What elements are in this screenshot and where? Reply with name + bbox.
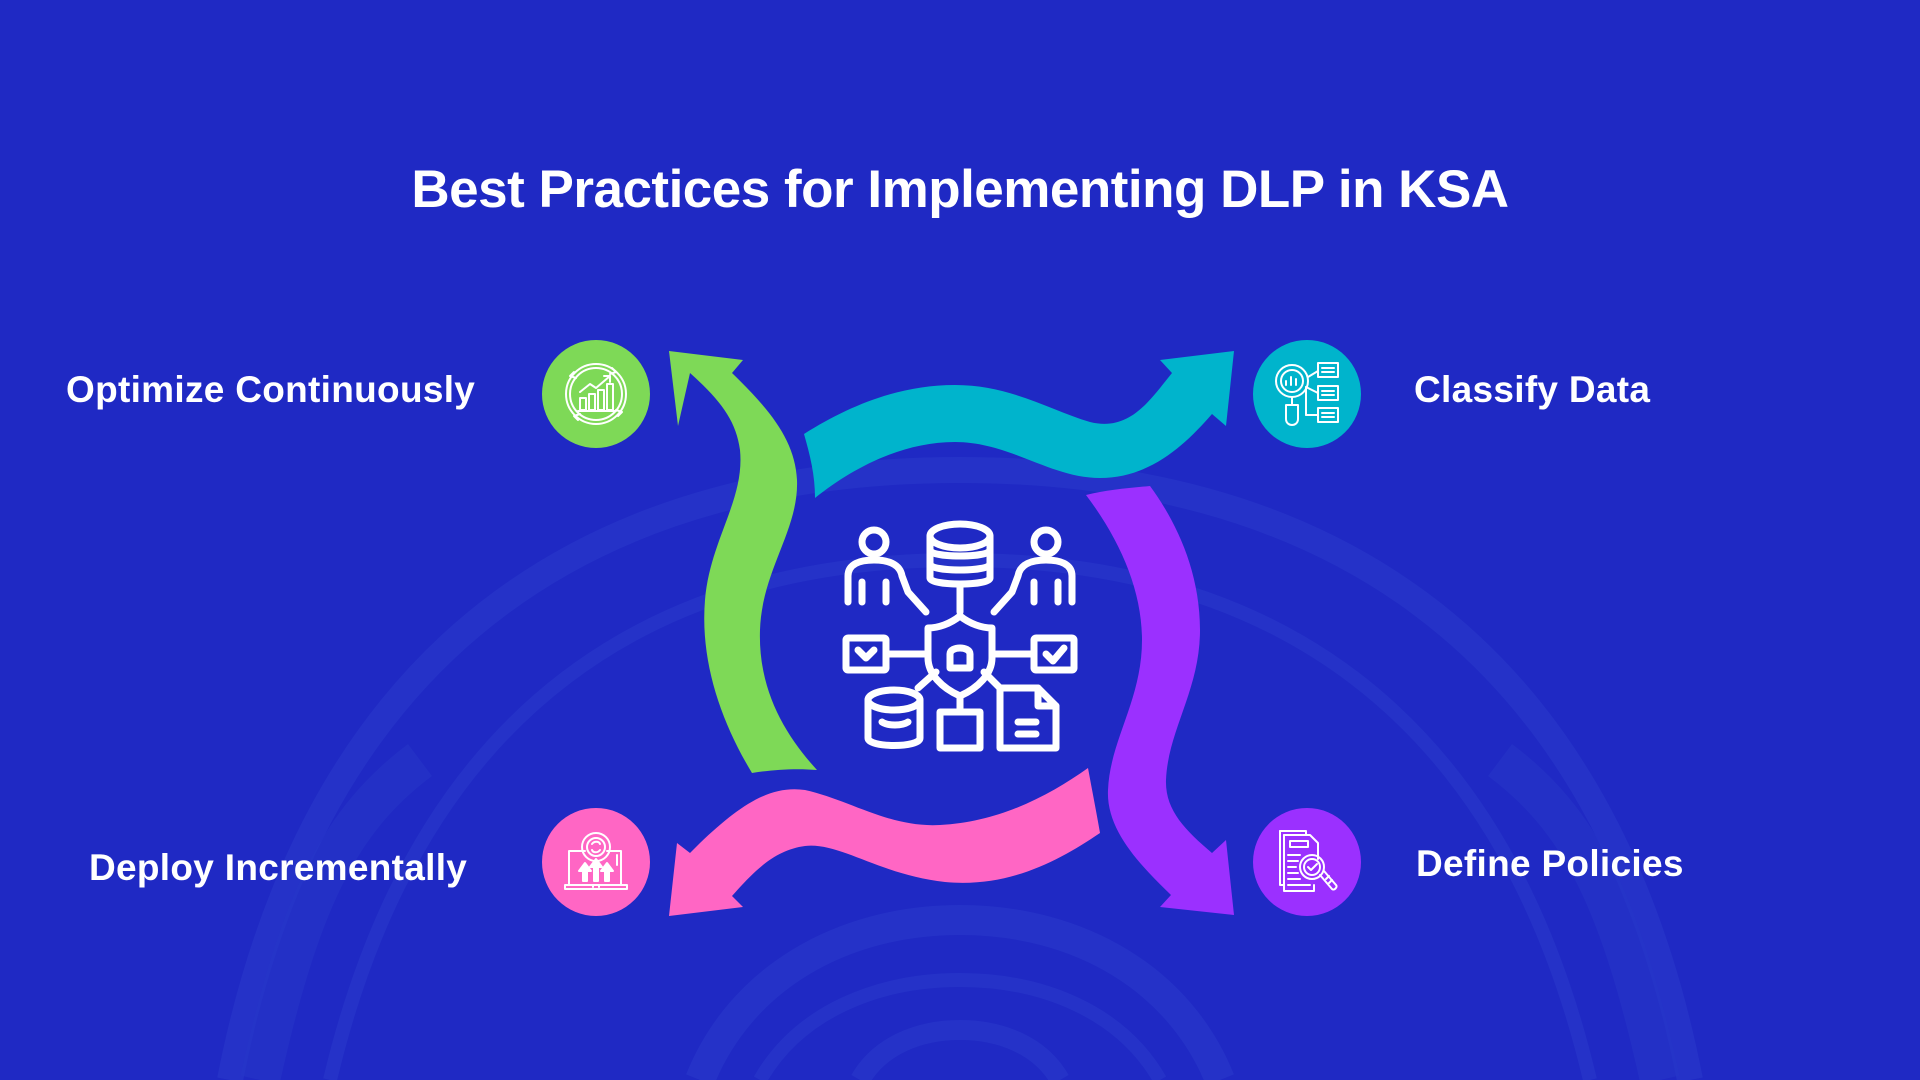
- purple-arrow: [1086, 486, 1234, 915]
- magnifier-data-hierarchy-icon: [1275, 362, 1339, 426]
- step-icon-circle-define-policies: [1253, 808, 1361, 916]
- step-icon-circle-optimize: [542, 340, 650, 448]
- continuous-improvement-chart-icon: [565, 363, 627, 425]
- page-title: Best Practices for Implementing DLP in K…: [411, 160, 1509, 219]
- step-label-define-policies: Define Policies: [1416, 843, 1684, 884]
- pink-arrow: [669, 768, 1100, 916]
- data-protection-network-icon: [842, 520, 1078, 752]
- laptop-deploy-gear-icon: [564, 832, 628, 890]
- green-arrow: [669, 351, 817, 773]
- teal-arrow: [804, 351, 1234, 498]
- step-label-optimize-continuously: Optimize Continuously: [66, 369, 476, 410]
- step-icon-circle-deploy: [542, 808, 650, 916]
- step-label-classify-data: Classify Data: [1414, 369, 1651, 410]
- step-label-deploy-incrementally: Deploy Incrementally: [89, 847, 468, 888]
- step-icon-circle-classify: [1253, 340, 1361, 448]
- policy-document-search-icon: [1279, 830, 1338, 892]
